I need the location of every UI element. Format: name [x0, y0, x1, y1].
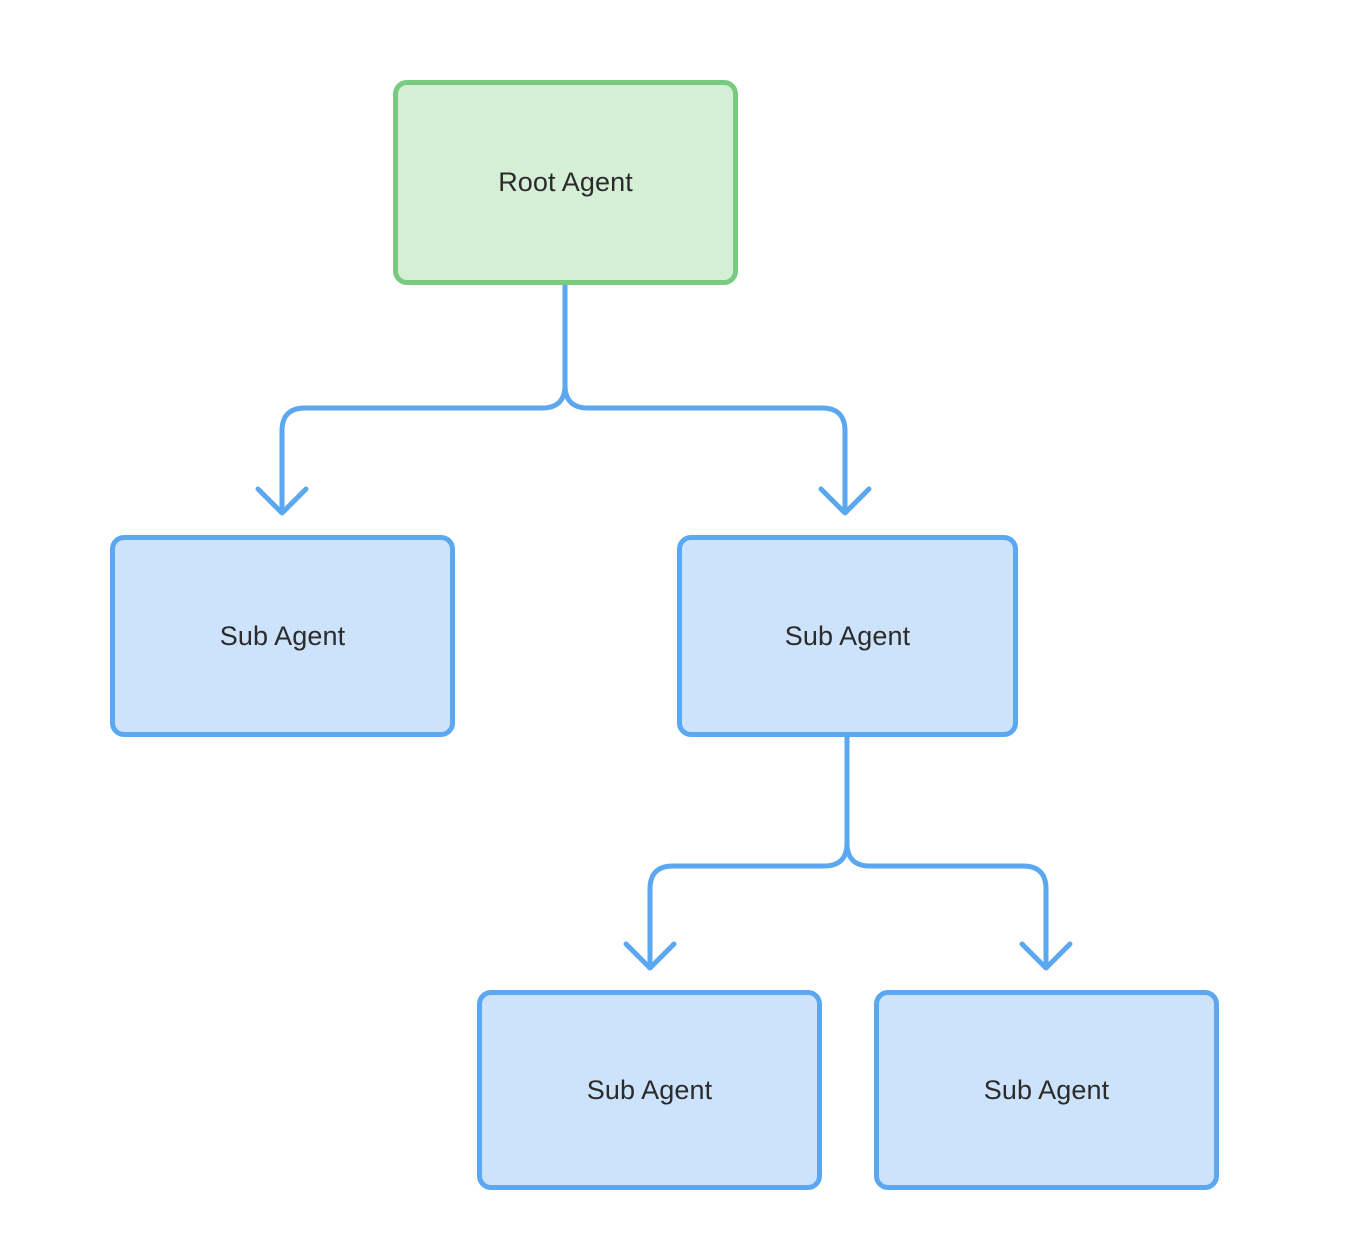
node-sub-agent-3[interactable]: Sub Agent [477, 990, 822, 1190]
node-sub-agent-2-label: Sub Agent [784, 620, 911, 651]
edge-root-sub2 [562, 282, 848, 515]
edge-sub2-sub3-arrowhead [623, 941, 677, 971]
node-root-agent[interactable]: Root Agent [393, 80, 738, 285]
edge-root-sub1-arrowhead [255, 486, 309, 516]
node-sub-agent-1-label: Sub Agent [219, 620, 346, 651]
edge-root-sub2-arrowhead [818, 486, 872, 516]
node-sub-agent-1[interactable]: Sub Agent [110, 535, 455, 737]
node-sub-agent-2[interactable]: Sub Agent [677, 535, 1018, 737]
edge-sub2-sub4 [844, 734, 1049, 970]
node-sub-agent-3-label: Sub Agent [586, 1074, 713, 1105]
node-sub-agent-4[interactable]: Sub Agent [874, 990, 1219, 1190]
node-root-agent-label: Root Agent [498, 167, 633, 198]
node-sub-agent-4-label: Sub Agent [983, 1074, 1110, 1105]
edge-sub2-sub3 [647, 734, 850, 970]
edge-root-sub1 [279, 282, 568, 515]
edge-sub2-sub4-arrowhead [1019, 941, 1073, 971]
